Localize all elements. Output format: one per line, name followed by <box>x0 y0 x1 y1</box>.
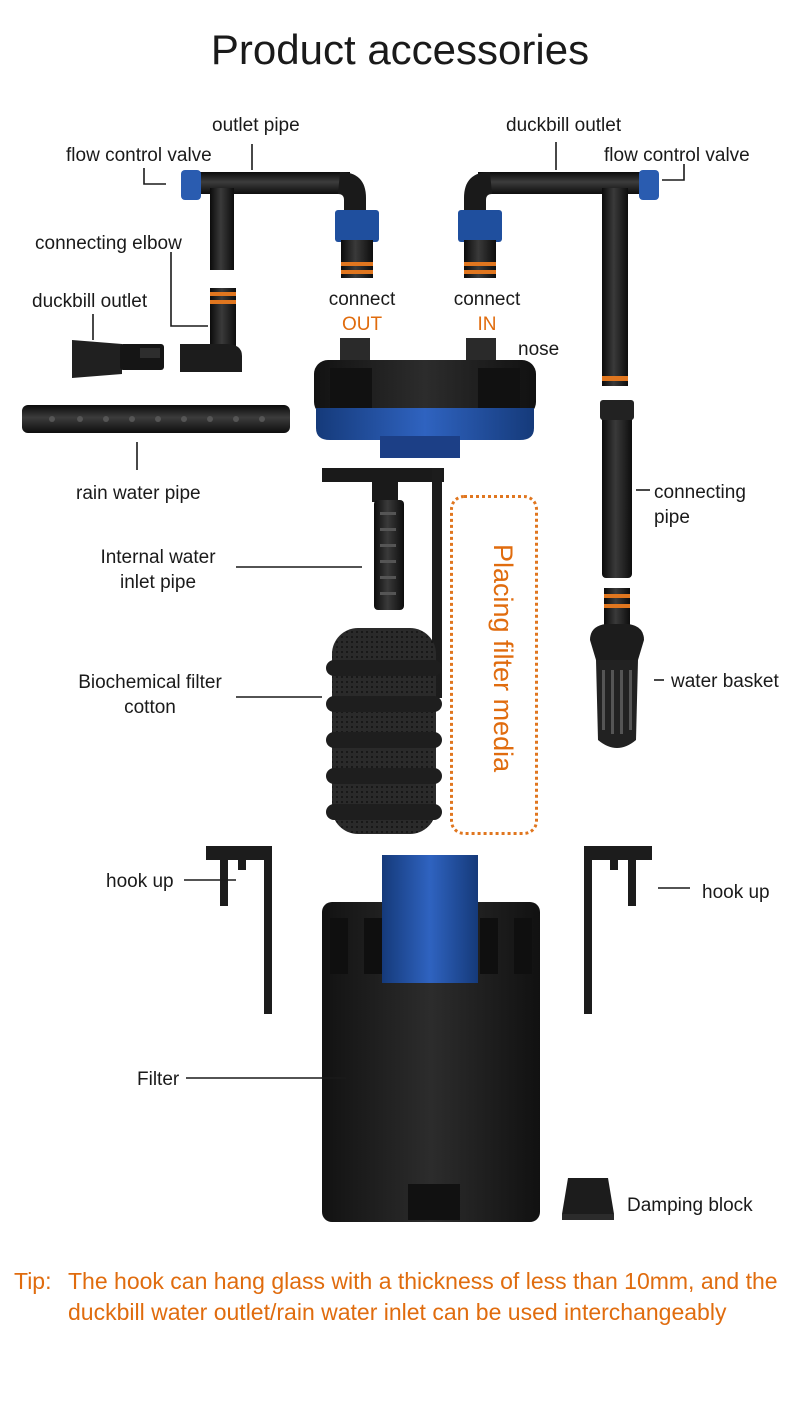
label-connecting-pipe: connecting pipe <box>654 481 746 530</box>
hook-up-left-part <box>206 846 272 1014</box>
damping-block-part <box>562 1178 614 1214</box>
tip-text: The hook can hang glass with a thickness… <box>68 1268 778 1326</box>
nose-pump-head <box>314 338 536 458</box>
filter-body <box>322 855 540 1222</box>
duckbill-outlet-part <box>72 340 164 378</box>
internal-water-inlet-pipe <box>322 468 444 698</box>
label-duckbill-outlet-right: duckbill outlet <box>506 115 622 136</box>
leader-lines <box>92 142 690 1079</box>
label-connect-out-line2: OUT <box>341 313 383 335</box>
flow-control-valve-right-knob <box>639 170 659 200</box>
label-damping-block: Damping block <box>627 1195 753 1216</box>
label-rain-water-pipe: rain water pipe <box>76 483 201 504</box>
page-title: Product accessories <box>210 26 590 73</box>
connecting-pipe-part <box>602 400 632 578</box>
label-hook-up-left: hook up <box>106 871 174 892</box>
hook-up-right-part <box>584 846 652 1014</box>
label-connecting-elbow: connecting elbow <box>35 233 182 254</box>
label-connect-in-line2: IN <box>477 313 497 335</box>
label-flow-control-valve-right: flow control valve <box>604 145 750 166</box>
label-connect-out: connect OUT <box>316 288 408 337</box>
label-biochem-line1: Biochemical filter <box>78 672 222 693</box>
tip-note: Tip: The hook can hang glass with a thic… <box>14 1266 794 1329</box>
label-connect-in: connect IN <box>441 288 533 337</box>
label-biochem-line2: cotton <box>124 696 176 718</box>
water-basket-part <box>590 588 644 748</box>
outlet-pipe-left <box>181 170 379 278</box>
placing-filter-media-text: Placing filter media <box>488 544 518 773</box>
biochemical-filter-cotton-part <box>326 628 442 834</box>
label-hook-up-right: hook up <box>702 882 770 903</box>
label-duckbill-outlet-left: duckbill outlet <box>32 291 148 312</box>
label-flow-control-valve-left: flow control valve <box>66 145 212 166</box>
label-filter: Filter <box>137 1069 180 1090</box>
flow-control-valve-left-knob <box>181 170 201 200</box>
label-water-basket: water basket <box>671 671 779 692</box>
outlet-pipe-right <box>458 170 659 386</box>
label-internal-inlet-line2: inlet pipe <box>119 571 197 593</box>
tip-label: Tip: <box>14 1268 52 1294</box>
label-nose: nose <box>518 339 560 360</box>
rain-water-pipe-part <box>22 405 290 433</box>
label-biochemical-filter-cotton: Biochemical filter cotton <box>62 671 238 720</box>
label-internal-inlet-line1: Internal water <box>100 547 216 568</box>
connecting-elbow <box>180 288 242 372</box>
label-connect-in-line1: connect <box>453 289 521 310</box>
label-connecting-pipe-line1: connecting <box>654 482 746 503</box>
label-connect-out-line1: connect <box>328 289 396 310</box>
label-connecting-pipe-line2: pipe <box>654 506 690 528</box>
label-internal-water-inlet-pipe: Internal water inlet pipe <box>82 546 234 595</box>
placing-filter-media-box: Placing filter media <box>450 495 538 835</box>
label-outlet-pipe: outlet pipe <box>212 115 300 136</box>
